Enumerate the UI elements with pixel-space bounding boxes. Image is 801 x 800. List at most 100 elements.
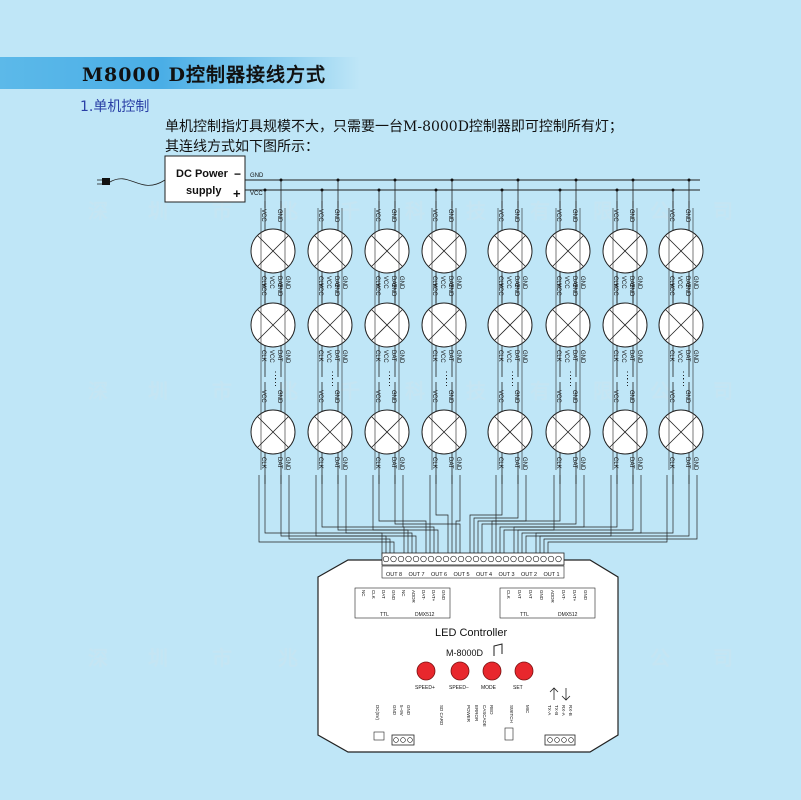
harness-wire xyxy=(402,475,435,556)
watermark-char: 市 xyxy=(212,199,232,223)
ellipsis: ⋮ xyxy=(385,377,394,387)
port-label: GND xyxy=(391,590,396,601)
bottom-port-label: DC(5V) xyxy=(375,705,380,721)
harness-wire xyxy=(469,475,503,556)
junction-dot xyxy=(500,188,504,192)
harness-wire xyxy=(288,475,391,556)
lamp-cross xyxy=(428,309,460,341)
controller-button-label: MODE xyxy=(481,685,497,691)
bottom-port-label: POWER xyxy=(466,705,471,723)
lamp-pin-dat: DAT xyxy=(390,350,396,362)
ellipsis: ⋮ xyxy=(328,377,337,387)
lamp-pin-vcc: VCC xyxy=(668,283,674,296)
lamp-pin-vcc: VCC xyxy=(563,276,569,289)
junction-dot xyxy=(574,178,578,182)
bottom-port-label: SD CARD xyxy=(439,705,444,726)
terminal-screw xyxy=(405,555,412,563)
lamp-pin-gnd: GND xyxy=(455,350,461,364)
right-port-table xyxy=(499,587,596,619)
rx-arrow-icon xyxy=(561,688,571,701)
port-label: ADDR xyxy=(550,590,555,604)
lamp-cross xyxy=(314,235,346,267)
junction-dot xyxy=(687,178,691,182)
lamp-pin-vcc: VCC xyxy=(382,276,388,289)
terminal-screw xyxy=(555,555,562,563)
ellipsis: ⋮ xyxy=(623,377,632,387)
power-plus: + xyxy=(233,186,241,201)
lamp-pin-gnd: GND xyxy=(692,457,698,471)
ellipsis: ⋮ xyxy=(679,370,688,380)
lamp-pin-gnd: GND xyxy=(455,457,461,471)
watermark-char: 市 xyxy=(212,646,232,670)
terminal-screw xyxy=(427,555,435,563)
watermark-char: 有 xyxy=(530,379,550,403)
watermark-char: 限 xyxy=(593,379,613,403)
lamp-pin-gnd: GND xyxy=(341,457,347,471)
lamp-pin-clk: CLK xyxy=(612,276,618,288)
ellipsis: ⋮ xyxy=(271,377,280,387)
port-label: ADDR xyxy=(411,590,416,604)
ellipsis: ⋮ xyxy=(442,377,451,387)
watermark-char: 市 xyxy=(212,379,232,403)
lamp-pin-clk: CLK xyxy=(374,276,380,288)
lamp-cross xyxy=(314,309,346,341)
junction-dot xyxy=(336,178,340,182)
junction-dot xyxy=(377,188,381,192)
watermark-char: 圳 xyxy=(148,379,168,403)
ellipsis: ⋮ xyxy=(623,370,632,380)
lamp-pin-gnd: GND xyxy=(276,209,282,223)
intro-line-2: 其连线方式如下图所示： xyxy=(165,139,319,155)
lamp-pin-gnd: GND xyxy=(521,457,527,471)
watermark-char: 技 xyxy=(466,199,487,223)
lamp-pin-vcc: VCC xyxy=(431,390,437,403)
lamp-pin-gnd: GND xyxy=(513,390,519,404)
lamp-pin-vcc: VCC xyxy=(374,390,380,403)
lamp-pin-gnd: GND xyxy=(579,350,585,364)
port-label: GND xyxy=(441,590,446,601)
watermark-char: 限 xyxy=(593,199,613,223)
port-label: CLK xyxy=(506,590,511,599)
harness-wire xyxy=(495,475,577,556)
lamp-pin-vcc: VCC xyxy=(668,390,674,403)
lamp-pin-dat: DAT xyxy=(684,350,690,362)
harness-wire xyxy=(499,475,585,556)
lamp-pin-clk: CLK xyxy=(668,457,674,469)
lamp-pin-dat: DAT xyxy=(684,276,690,288)
lamp-cross xyxy=(665,235,697,267)
lamp-pin-clk: CLK xyxy=(668,276,674,288)
harness-wire xyxy=(491,475,561,556)
port-label: DAT- xyxy=(561,590,566,600)
lamp-cross xyxy=(552,416,584,448)
terminal-screw xyxy=(393,737,399,743)
output-label: OUT 8 xyxy=(386,572,402,578)
lamp-pin-vcc: VCC xyxy=(431,209,437,222)
port-label: DAT- xyxy=(421,590,426,600)
lamp-pin-dat: DAT xyxy=(628,276,634,288)
harness-wire xyxy=(513,475,618,556)
lamp-pin-gnd: GND xyxy=(513,209,519,223)
page-title: M8000 D控制器接线方式 xyxy=(82,64,327,86)
bottom-port-label: RED xyxy=(489,705,494,715)
lamp-pin-vcc: VCC xyxy=(374,209,380,222)
watermark-char: 司 xyxy=(713,379,733,403)
watermark-char: 兆 xyxy=(278,199,298,223)
lamp-pin-vcc: VCC xyxy=(268,276,274,289)
lamp-pin-gnd: GND xyxy=(333,390,339,404)
junction-dot xyxy=(516,178,520,182)
lamp-pin-dat: DAT xyxy=(333,457,339,469)
terminal-screw xyxy=(547,555,555,563)
lamp-pin-gnd: GND xyxy=(284,276,290,290)
port-label: NC xyxy=(401,590,406,597)
watermark-char: 公 xyxy=(650,379,670,403)
controller-button-label: SPEED+ xyxy=(415,685,435,691)
terminal-screw xyxy=(495,555,502,563)
watermark-char: 公 xyxy=(650,646,670,670)
terminal-screw xyxy=(517,555,525,563)
lamp-pin-vcc: VCC xyxy=(497,209,503,222)
lamp-pin-vcc: VCC xyxy=(268,350,274,363)
lamp-cross xyxy=(609,416,641,448)
lamp-cross xyxy=(494,416,526,448)
harness-wire xyxy=(539,475,690,556)
junction-dot xyxy=(450,178,454,182)
lamp-cross xyxy=(314,416,346,448)
